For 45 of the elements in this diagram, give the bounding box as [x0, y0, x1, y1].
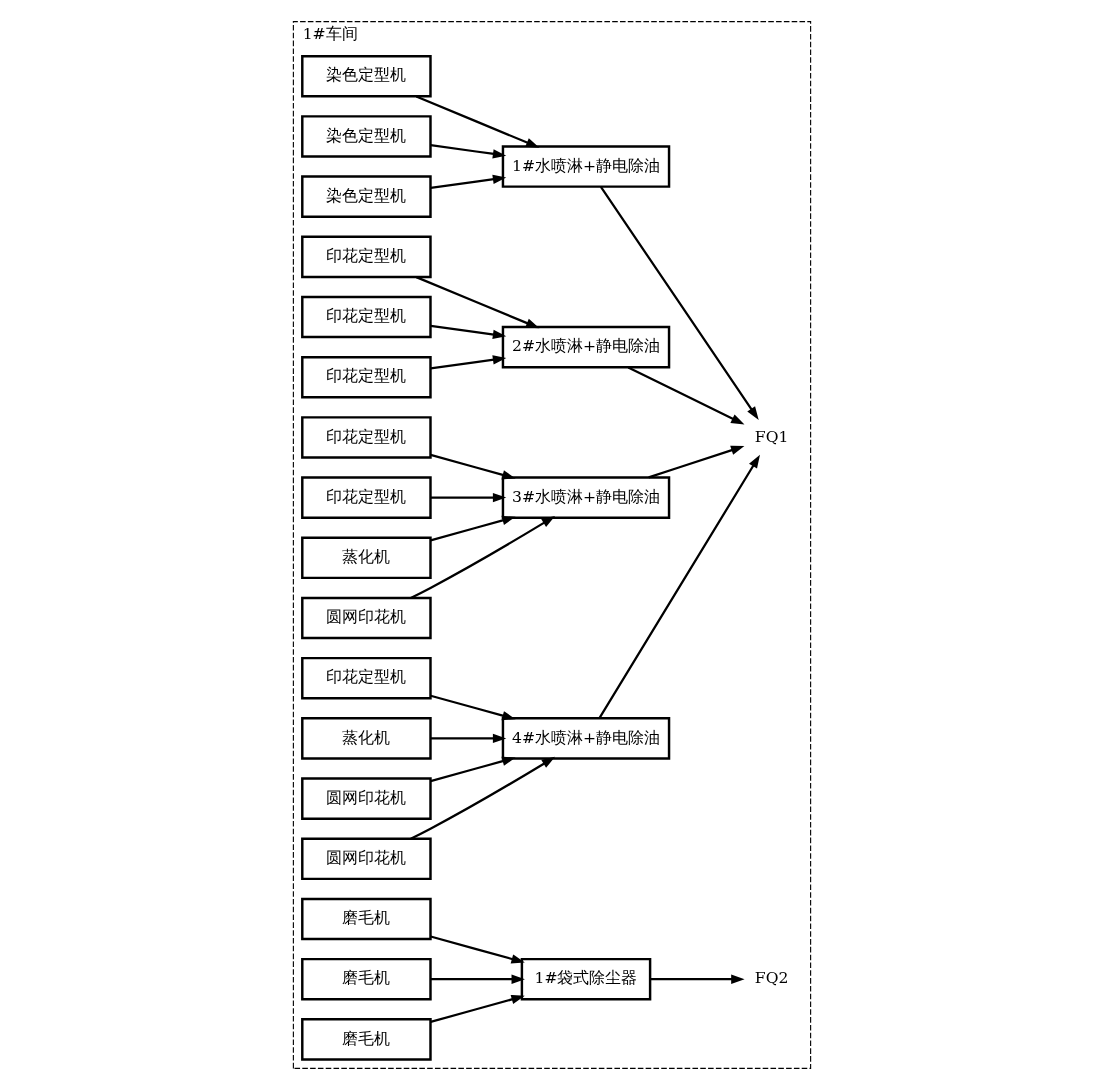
arrow	[415, 276, 540, 329]
arrow	[430, 974, 525, 984]
node-box: 圆网印花机	[301, 596, 432, 640]
arrow	[430, 756, 516, 783]
arrow	[430, 324, 507, 340]
node-text: FQ2	[754, 969, 789, 988]
arrow	[430, 174, 507, 189]
arrow	[648, 445, 745, 479]
node-box: 蒸化机	[301, 717, 432, 760]
arrow	[430, 733, 507, 744]
node-box: 印花定型机	[301, 476, 432, 519]
node-text: FQ1	[754, 427, 789, 446]
arrow	[430, 355, 507, 370]
node-box: 染色定型机	[301, 54, 432, 98]
node-box: 1#水喷淋+静电除油	[501, 145, 671, 188]
arrow	[410, 516, 556, 599]
arrow	[650, 974, 745, 984]
arrow	[627, 366, 745, 425]
node-box: 4#水喷淋+静电除油	[501, 717, 671, 760]
arrow	[598, 454, 760, 719]
node-box: 印花定型机	[301, 295, 432, 339]
node-box: 2#水喷淋+静电除油	[501, 325, 671, 369]
node-box: 印花定型机	[301, 235, 432, 279]
node-box: 圆网印花机	[301, 777, 432, 820]
node-box: 1#袋式除尘器	[520, 957, 652, 1001]
arrow	[415, 95, 540, 148]
arrow	[430, 935, 525, 964]
node-box: 磨毛机	[301, 957, 432, 1001]
node-box: 3#水喷淋+静电除油	[501, 476, 671, 519]
node-box: 磨毛机	[301, 897, 432, 941]
arrow	[599, 186, 759, 420]
arrow	[430, 515, 516, 542]
node-box: 染色定型机	[301, 115, 432, 158]
node-box: 印花定型机	[301, 416, 432, 459]
node-box: 磨毛机	[301, 1018, 432, 1061]
node-box: 圆网印花机	[301, 837, 432, 881]
arrow	[430, 144, 507, 159]
node-box: 蒸化机	[301, 536, 432, 580]
node-box: 印花定型机	[301, 355, 432, 399]
node-box: 印花定型机	[301, 656, 432, 700]
node-box: 染色定型机	[301, 175, 432, 218]
arrow	[430, 694, 516, 721]
arrow	[430, 492, 507, 503]
arrow	[430, 453, 516, 480]
arrow	[430, 994, 525, 1023]
